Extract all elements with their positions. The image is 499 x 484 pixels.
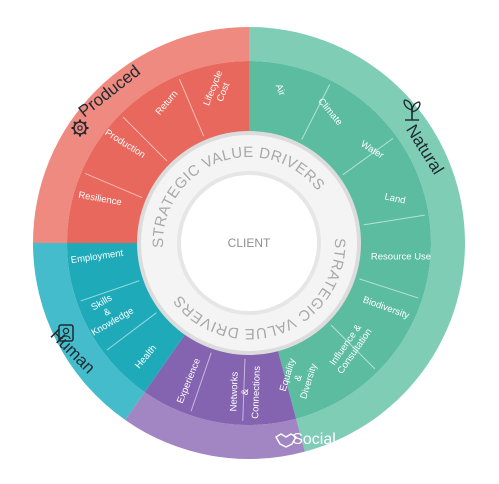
sector-produced-divider xyxy=(122,116,168,162)
person-icon xyxy=(58,324,74,342)
handshake-icon xyxy=(275,433,297,448)
center-label: CLIENT xyxy=(228,236,271,250)
item-label-natural-4: Resource Use xyxy=(371,252,431,263)
plant-icon xyxy=(403,99,421,121)
item-label-social-2: Networks&Connections xyxy=(228,365,263,419)
sector-human-inner xyxy=(67,243,186,393)
sector-natural-divider xyxy=(359,278,419,299)
sector-social-divider xyxy=(190,352,212,412)
hub-core xyxy=(181,175,317,311)
sector-natural-inner xyxy=(249,61,432,419)
sector-produced-outer xyxy=(33,27,249,243)
sector-natural-divider xyxy=(363,214,425,226)
sector-human-divider xyxy=(106,312,157,351)
sector-produced-divider xyxy=(178,78,205,137)
gear-icon xyxy=(71,119,89,137)
sector-natural-outer xyxy=(249,27,465,452)
sector-social-inner xyxy=(144,333,297,425)
item-label-natural-3: Land xyxy=(384,191,407,206)
sector-social-divider xyxy=(242,358,246,421)
sector-human-outer xyxy=(33,243,145,420)
title-social: Social xyxy=(292,431,336,448)
sector-natural-divider xyxy=(301,84,331,140)
sector-produced-divider xyxy=(84,172,143,199)
item-label-natural-0: Air xyxy=(273,83,288,98)
sector-social-outer xyxy=(125,392,305,460)
sector-human-divider xyxy=(80,280,140,302)
sector-natural-divider xyxy=(330,324,376,370)
sector-natural-divider xyxy=(342,137,394,176)
